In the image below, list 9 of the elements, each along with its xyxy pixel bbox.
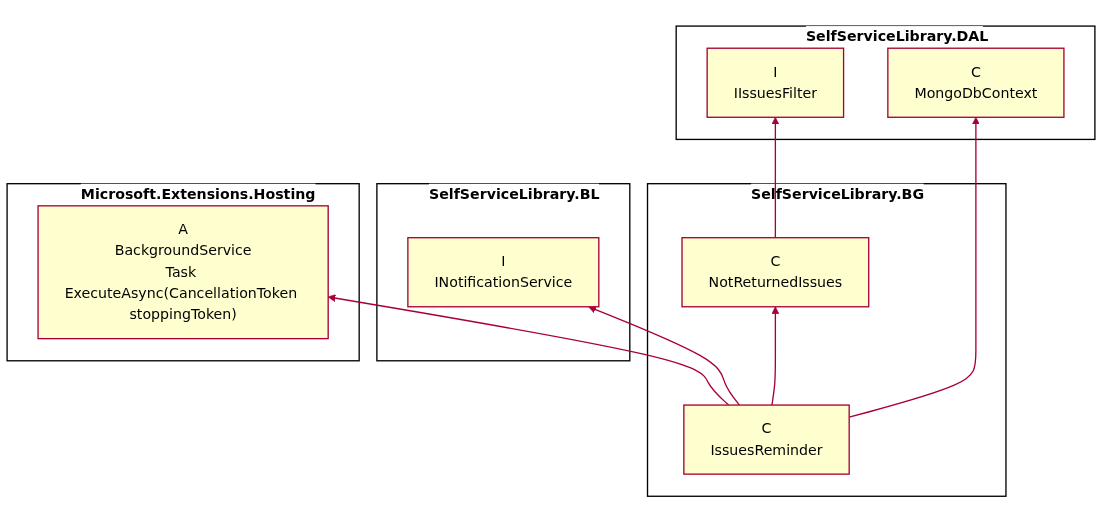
node-box: C IssuesReminder xyxy=(683,404,850,475)
node-box: I IIssuesFilter xyxy=(706,47,845,118)
arrow xyxy=(771,116,780,239)
node-box: C MongoDbContext xyxy=(887,47,1065,118)
node-box: C NotReturnedIssues xyxy=(681,236,870,308)
node-box: A BackgroundService Task ExecuteAsync(CancellationToken stoppingToken) xyxy=(37,205,329,340)
node-box: I INotificationService xyxy=(407,236,600,308)
arrow xyxy=(771,306,780,406)
arrow xyxy=(588,305,741,406)
